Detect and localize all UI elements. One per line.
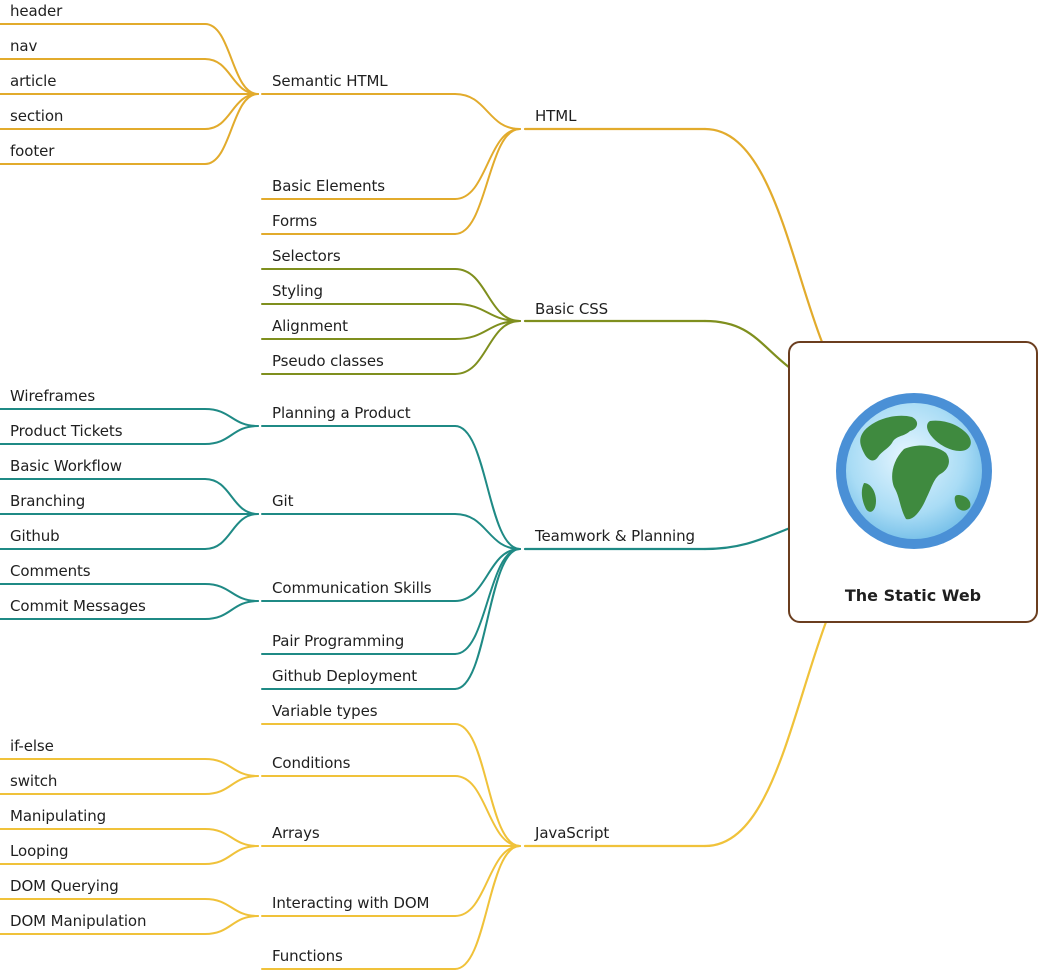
branch-html[interactable]: HTML — [535, 107, 577, 125]
leaf-dom-manipulation[interactable]: DOM Manipulation — [10, 912, 147, 930]
node-forms[interactable]: Forms — [272, 212, 318, 230]
connector-curve — [204, 915, 259, 935]
leaf-wireframes[interactable]: Wireframes — [10, 387, 96, 405]
connector-curve — [454, 548, 521, 602]
connector-curve — [454, 128, 521, 200]
leaf-product-tickets[interactable]: Product Tickets — [10, 422, 123, 440]
connector-curve — [204, 758, 259, 777]
leaf-switch[interactable]: switch — [10, 772, 58, 790]
leaf-nav[interactable]: nav — [10, 37, 38, 55]
node-basic-elements[interactable]: Basic Elements — [272, 177, 385, 195]
connector-curve — [454, 548, 521, 655]
connector-curve — [454, 775, 521, 847]
leaf-basic-workflow[interactable]: Basic Workflow — [10, 457, 122, 475]
connector-curve — [204, 93, 259, 130]
node-communication-skills[interactable]: Communication Skills — [272, 579, 432, 597]
leaf-if-else[interactable]: if-else — [10, 737, 54, 755]
node-github-deployment[interactable]: Github Deployment — [272, 667, 418, 685]
connector-curve — [454, 425, 521, 550]
connector-curve — [204, 828, 259, 847]
node-alignment[interactable]: Alignment — [272, 317, 348, 335]
connector-curve — [454, 128, 521, 235]
connector-curve — [204, 478, 259, 515]
node-pseudo-classes[interactable]: Pseudo classes — [272, 352, 384, 370]
connector-curve — [204, 845, 259, 865]
node-styling[interactable]: Styling — [272, 282, 323, 300]
leaf-footer[interactable]: footer — [10, 142, 55, 160]
connector-curve — [204, 425, 259, 445]
connector-curve — [454, 320, 521, 375]
leaf-looping[interactable]: Looping — [10, 842, 69, 860]
branch-basic-css[interactable]: Basic CSS — [535, 300, 609, 318]
connector-curve — [454, 548, 521, 690]
leaf-dom-querying[interactable]: DOM Querying — [10, 877, 119, 895]
connector-curve — [204, 583, 259, 602]
root-title: The Static Web — [844, 586, 982, 605]
connector-curve — [454, 93, 521, 130]
node-selectors[interactable]: Selectors — [272, 247, 341, 265]
connector-curve — [204, 23, 259, 95]
leaf-github[interactable]: Github — [10, 527, 60, 545]
leaf-comments[interactable]: Comments — [10, 562, 91, 580]
connector-curve — [454, 845, 521, 917]
node-semantic-html[interactable]: Semantic HTML — [272, 72, 388, 90]
leaf-commit-messages[interactable]: Commit Messages — [10, 597, 146, 615]
leaf-branching[interactable]: Branching — [10, 492, 86, 510]
node-variable-types[interactable]: Variable types — [272, 702, 378, 720]
connector-curve — [703, 127, 824, 344]
node-pair-programming[interactable]: Pair Programming — [272, 632, 405, 650]
connector-curve — [204, 600, 259, 620]
node-planning-a-product[interactable]: Planning a Product — [272, 404, 411, 422]
connector-curve — [703, 620, 828, 848]
node-interacting-with-dom[interactable]: Interacting with DOM — [272, 894, 430, 912]
connector-curve — [703, 526, 792, 551]
leaf-manipulating[interactable]: Manipulating — [10, 807, 107, 825]
connector-curve — [204, 775, 259, 795]
connector-curve — [703, 319, 792, 370]
connector-curve — [454, 513, 521, 550]
node-functions[interactable]: Functions — [272, 947, 343, 965]
leaf-article[interactable]: article — [10, 72, 57, 90]
connector-curve — [204, 513, 259, 550]
node-arrays[interactable]: Arrays — [272, 824, 320, 842]
connector-curve — [454, 723, 521, 847]
connector-curve — [454, 845, 521, 970]
globe-icon — [836, 393, 992, 549]
connector-curve — [204, 408, 259, 427]
leaf-header[interactable]: header — [10, 2, 63, 20]
connector-curve — [204, 93, 259, 165]
branch-teamwork-planning[interactable]: Teamwork & Planning — [535, 527, 695, 545]
leaf-section[interactable]: section — [10, 107, 64, 125]
connector-curve — [204, 898, 259, 917]
branch-javascript[interactable]: JavaScript — [535, 824, 610, 842]
node-conditions[interactable]: Conditions — [272, 754, 351, 772]
connector-curve — [204, 58, 259, 95]
root-topic[interactable]: The Static Web — [788, 341, 1038, 623]
connector-curve — [454, 268, 521, 322]
node-git[interactable]: Git — [272, 492, 294, 510]
